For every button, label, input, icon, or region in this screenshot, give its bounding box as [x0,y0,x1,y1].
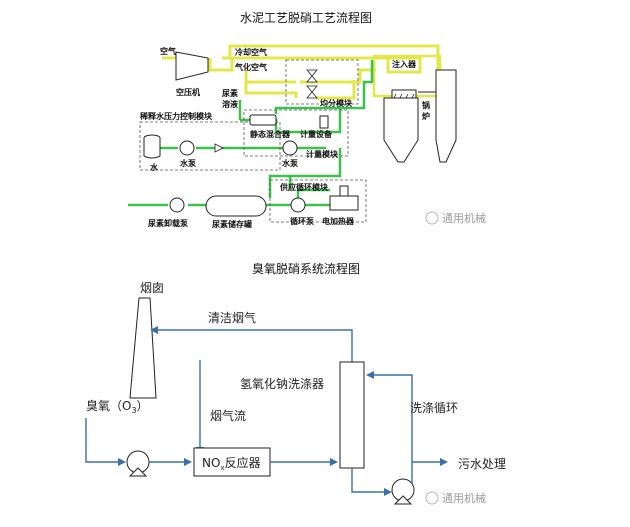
water-pump-1-label: 水泵 [179,158,196,168]
compressor-shape [175,51,209,81]
bottom-watermark-text: 通用机械 [442,491,486,505]
wastewater-label: 污水处理 [458,457,506,471]
furnace-left-shape [383,97,419,163]
nox-reactor-box [193,447,271,477]
injector-nozzles [393,93,415,99]
top-diagram: 水泥工艺脱硝工艺流程图 空气 空压机 冷却空气 气化空气 均分模块 注入器 锅 … [128,10,486,229]
furnace-right-shape [435,69,457,163]
clean-gas-line [158,329,353,365]
static-mixer-label: 静态混合器 [250,129,291,139]
circulation-pump-label: 循环泵 [289,216,314,226]
clean-gas-arrow [150,326,158,334]
urea-solution-label-2: 溶液 [222,99,238,109]
naoh-scrubber-shape [339,361,365,469]
urea-tank-label: 尿素储存罐 [212,219,252,229]
wash-loop-label: 洗涤循环 [410,401,458,415]
nox-reactor-label: NOx反应器 [202,455,261,472]
top-watermark: 通用机械 [425,211,486,225]
static-mixer-shape [249,114,277,126]
electric-heater-top [339,185,349,197]
urea-tank-shape [205,195,267,217]
clean-gas-label: 清洁烟气 [208,310,256,325]
reactor-to-scrubber-arrow [330,458,338,466]
pump-to-reactor-arrow [184,458,192,466]
water-pump-2-icon [282,140,298,156]
wash-loop-line [372,374,413,484]
cooling-air-label: 冷却空气 [235,47,267,57]
chimney-label: 烟囱 [140,281,164,295]
water-pump-1-icon [179,140,195,156]
valve-icon-2 [306,85,318,93]
water-label: 水 [149,162,159,172]
distribution-module-label: 均分模块 [320,98,353,108]
wastewater-arrow [440,458,448,466]
chimney-shape [129,297,157,399]
valve-icon-1 [306,69,318,77]
urea-unload-pump-icon [169,197,185,213]
wechat-icon-2 [425,491,439,505]
air-pipe-cooling [208,56,422,74]
scrubber-to-pump-line [351,468,390,493]
wash-loop-arrow [366,371,374,379]
naoh-scrubber-label: 氢氧化钠洗涤器 [240,376,324,391]
air-pipe-distribution [244,80,356,100]
water-pump-2-label: 水泵 [281,158,298,168]
urea-pipe-lower [128,148,342,207]
bottom-title: 臭氧脱硝系统流程图 [252,261,360,276]
atomizing-air-label: 气化空气 [234,62,267,72]
dilution-module-label: 稀释水压力控制模块 [140,111,213,121]
top-watermark-text: 通用机械 [442,211,486,225]
air-label: 空气 [160,46,176,56]
circulation-pump-icon [290,197,306,213]
compressor-label: 空压机 [176,87,200,97]
urea-solution-label-1: 尿素 [222,88,238,98]
furnace-label-2: 炉 [422,111,430,121]
metering-device-shape [319,115,329,129]
electric-heater-shape [329,195,359,211]
urea-pipe-main [274,60,374,114]
ozone-arrow [118,458,126,466]
wash-pump-base [393,495,413,505]
supply-module-label: 供应循环模块 [279,182,329,192]
water-tank-body [143,138,161,159]
valve-icon-2b [306,91,318,99]
ozone-line [85,418,124,463]
ozone-pump-base [128,467,148,477]
bottom-watermark: 通用机械 [425,491,486,505]
dilution-module-box [139,121,281,171]
wechat-icon [425,211,439,225]
ozone-label: 臭氧（O3） [86,398,149,415]
valve-icon-1b [306,75,318,83]
metering-module-label: 计量模块 [306,149,339,159]
urea-unload-pump-label: 尿素卸载泵 [148,218,188,228]
top-title: 水泥工艺脱硝工艺流程图 [240,10,372,25]
scrubber-to-pump-arrow [384,488,392,496]
injector-label: 注入器 [392,59,417,69]
electric-heater-label: 电加热器 [322,216,355,226]
metering-module-box [243,109,349,157]
check-valve-icon [214,143,224,153]
furnace-label-1: 锅 [421,100,430,110]
bottom-diagram: 臭氧脱硝系统流程图 烟囱 清洁烟气 烟气流 臭氧（O3） NOx反应器 氢氧化钠… [85,261,506,505]
flue-gas-label: 烟气流 [210,408,246,423]
supply-module-box [269,179,367,223]
distribution-module-box [285,59,359,105]
metering-device-label: 计量设备 [300,129,333,139]
